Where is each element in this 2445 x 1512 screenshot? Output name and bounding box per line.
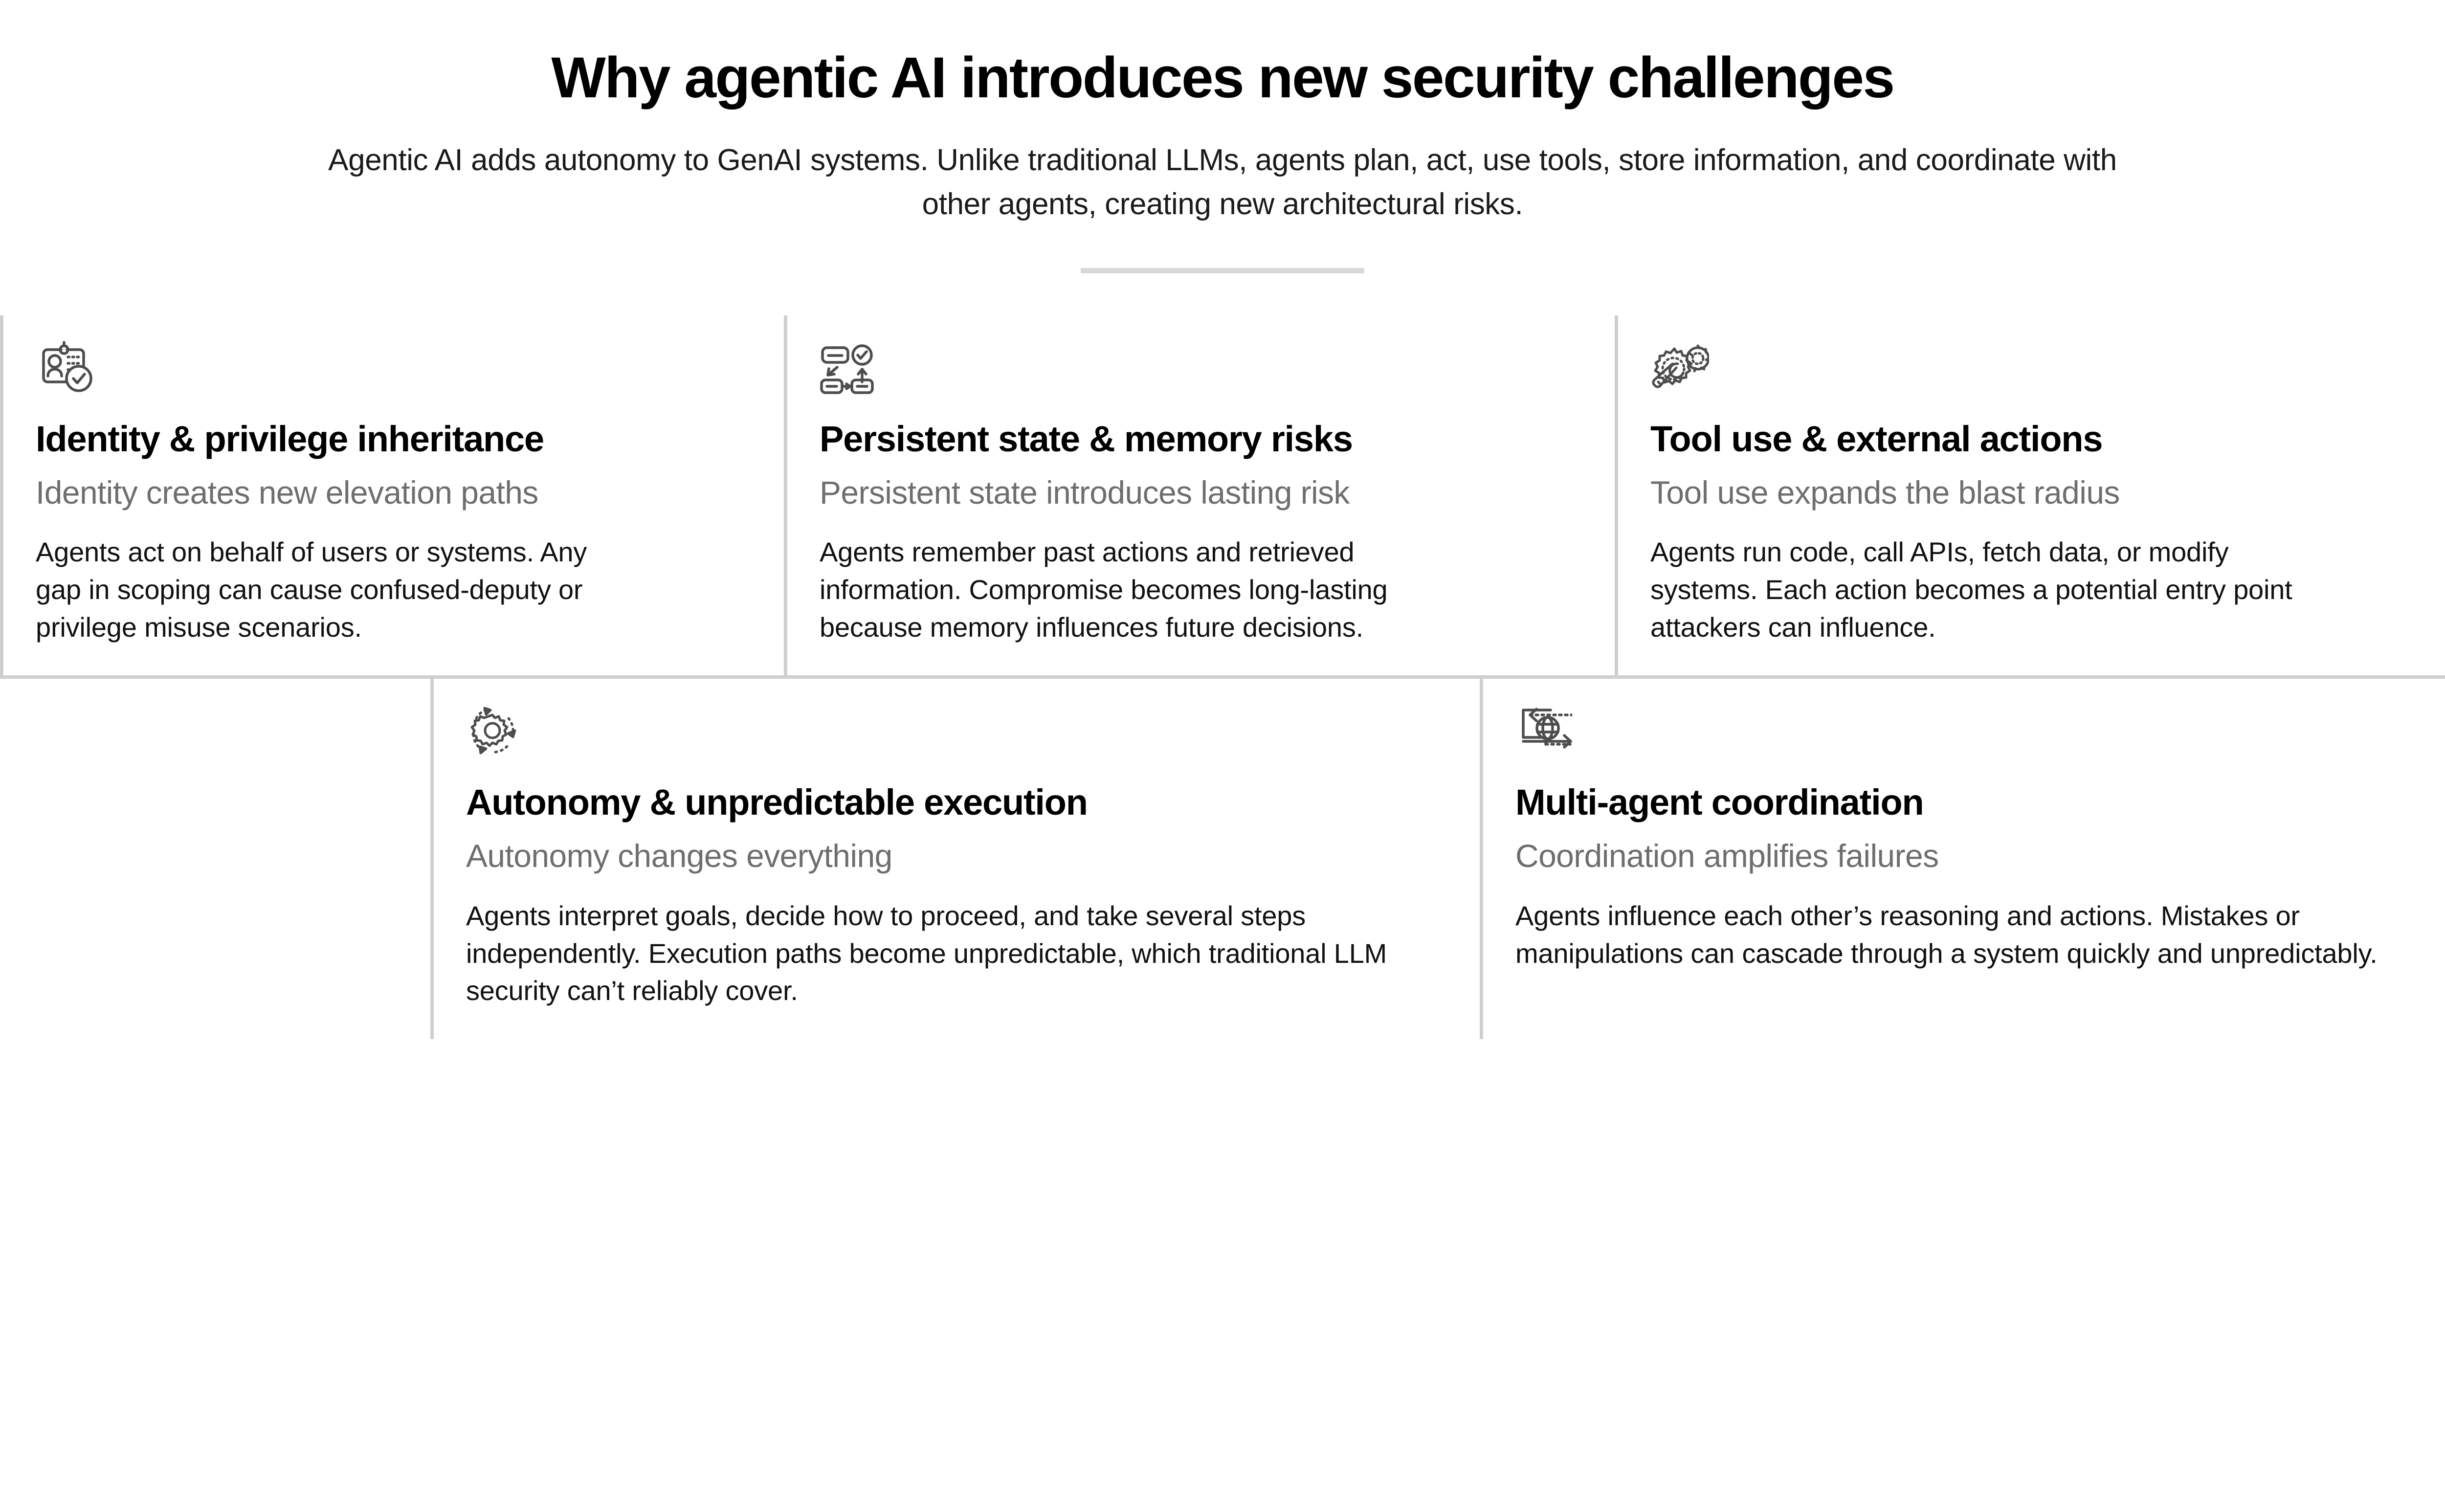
cards-row-top: Identity & privilege inheritance Identit…	[0, 315, 2445, 679]
page-title: Why agentic AI introduces new security c…	[551, 45, 1895, 110]
card-title: Tool use & external actions	[1650, 418, 2103, 459]
card-autonomy-unpredictable-execution[interactable]: Autonomy & unpredictable execution Auton…	[430, 679, 1480, 1039]
card-subtitle: Coordination amplifies failures	[1515, 838, 1939, 874]
card-subtitle: Tool use expands the blast radius	[1650, 474, 2120, 511]
card-persistent-state-memory-risks[interactable]: Persistent state & memory risks Persiste…	[784, 315, 1615, 676]
card-title: Multi-agent coordination	[1515, 782, 1924, 823]
workflow-state-icon	[820, 341, 1564, 401]
card-multi-agent-coordination[interactable]: Multi-agent coordination Coordination am…	[1480, 679, 2445, 1039]
card-subtitle: Autonomy changes everything	[466, 838, 892, 874]
card-body: Agents act on behalf of users or systems…	[36, 536, 587, 643]
divider-wrapper	[0, 267, 2445, 273]
cards-row-bottom: Autonomy & unpredictable execution Auton…	[0, 679, 2445, 1039]
cards-grid: Identity & privilege inheritance Identit…	[0, 315, 2445, 1039]
grid-spacer-left	[0, 679, 430, 1039]
card-subtitle: Identity creates new elevation paths	[36, 474, 538, 511]
card-tool-use-external-actions[interactable]: Tool use & external actions Tool use exp…	[1615, 315, 2445, 676]
card-identity-privilege-inheritance[interactable]: Identity & privilege inheritance Identit…	[0, 315, 784, 676]
page-subtitle: Agentic AI adds autonomy to GenAI system…	[328, 143, 2117, 221]
card-body: Agents interpret goals, decide how to pr…	[466, 900, 1387, 1006]
card-body: Agents remember past actions and retriev…	[820, 536, 1388, 643]
wrench-gears-icon	[1650, 341, 2394, 401]
section-divider	[1081, 267, 1364, 273]
header: Why agentic AI introduces new security c…	[0, 0, 2445, 273]
id-badge-check-icon	[36, 341, 733, 401]
card-body: Agents run code, call APIs, fetch data, …	[1650, 536, 2292, 643]
card-body: Agents influence each other’s reasoning …	[1515, 900, 2378, 969]
card-subtitle: Persistent state introduces lasting risk	[820, 474, 1350, 511]
card-title: Autonomy & unpredictable execution	[466, 782, 1088, 823]
globe-exchange-icon	[1515, 704, 2394, 765]
card-title: Persistent state & memory risks	[820, 418, 1353, 459]
card-title: Identity & privilege inheritance	[36, 418, 544, 459]
rotating-gear-icon	[466, 704, 1429, 765]
